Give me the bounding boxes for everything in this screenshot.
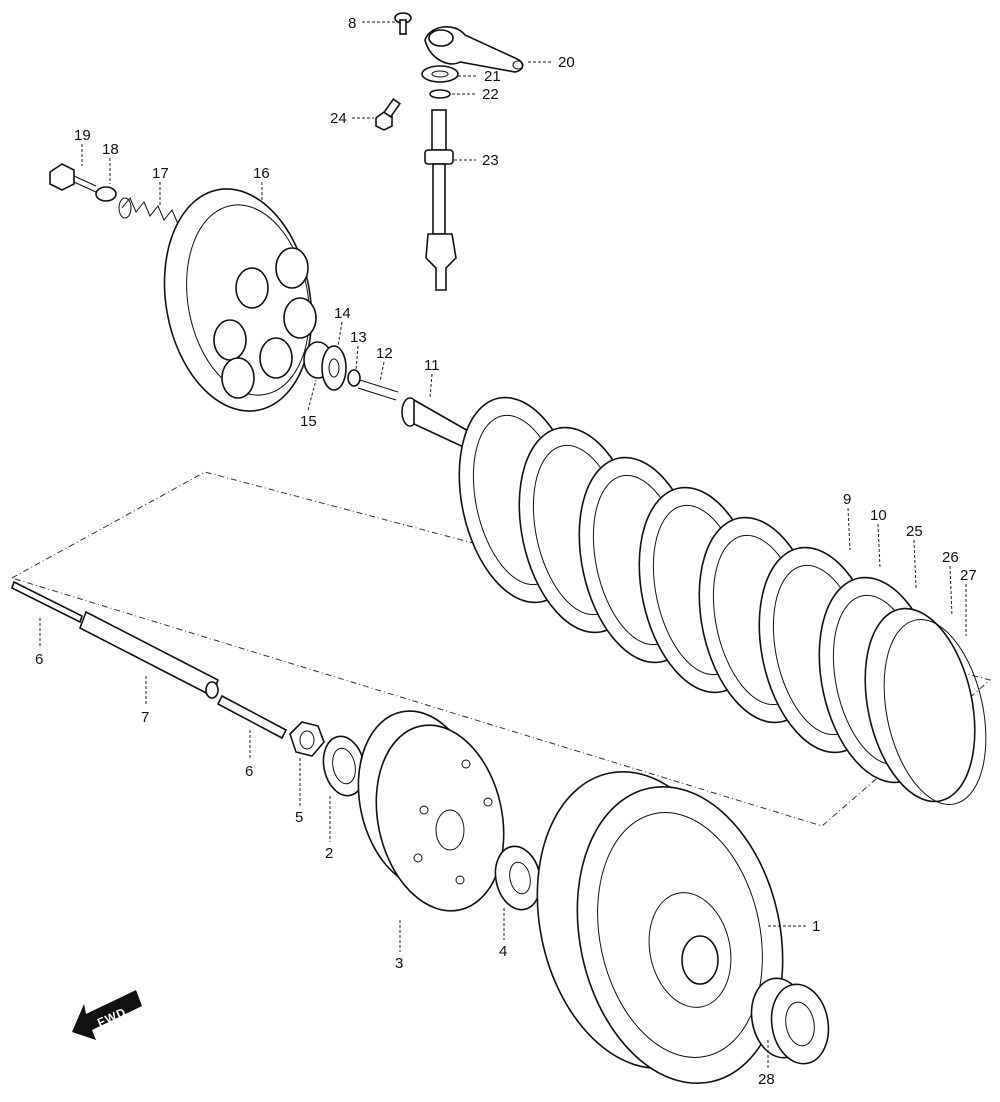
part-label-9: 9 <box>843 491 851 508</box>
part-label-6b: 6 <box>245 763 253 780</box>
part-label-20: 20 <box>558 54 575 71</box>
part-label-5: 5 <box>295 809 303 826</box>
part-labels: 1 2 3 4 5 6 6 7 8 9 10 11 12 13 14 15 16… <box>35 15 977 1088</box>
part-label-1: 1 <box>812 918 820 935</box>
part-label-13: 13 <box>350 329 367 346</box>
part-label-24: 24 <box>330 110 347 127</box>
leader-lines <box>39 21 967 1068</box>
part-label-2: 2 <box>325 845 333 862</box>
part-label-23: 23 <box>482 152 499 169</box>
part-label-14: 14 <box>334 305 351 322</box>
part-label-28: 28 <box>758 1071 775 1088</box>
pushrod-assembly <box>11 580 366 797</box>
part-label-26: 26 <box>942 549 959 566</box>
part-label-27: 27 <box>960 567 977 584</box>
part-label-4: 4 <box>499 943 507 960</box>
part-label-8: 8 <box>348 15 356 32</box>
part-label-18: 18 <box>102 141 119 158</box>
part-label-22: 22 <box>482 86 499 103</box>
part-label-25: 25 <box>906 523 923 540</box>
part-label-10: 10 <box>870 507 887 524</box>
clutch-plate-stack <box>458 396 987 805</box>
part-label-7: 7 <box>141 709 149 726</box>
part-label-17: 17 <box>152 165 169 182</box>
part-label-3: 3 <box>395 955 403 972</box>
part-label-11: 11 <box>424 357 440 374</box>
part-label-19: 19 <box>74 127 91 144</box>
gear-collar <box>750 977 830 1065</box>
pressure-plate-assembly <box>49 163 476 452</box>
part-label-16: 16 <box>253 165 270 182</box>
shift-lever-assembly <box>375 12 524 291</box>
part-label-21: 21 <box>484 68 501 85</box>
clutch-outer-gear <box>536 771 784 1084</box>
part-label-12: 12 <box>376 345 393 362</box>
forward-direction-badge: FWD <box>72 990 142 1040</box>
clutch-hub <box>357 710 505 912</box>
part-label-6a: 6 <box>35 651 43 668</box>
part-label-15: 15 <box>300 413 317 430</box>
assembly-boundary <box>10 471 992 827</box>
